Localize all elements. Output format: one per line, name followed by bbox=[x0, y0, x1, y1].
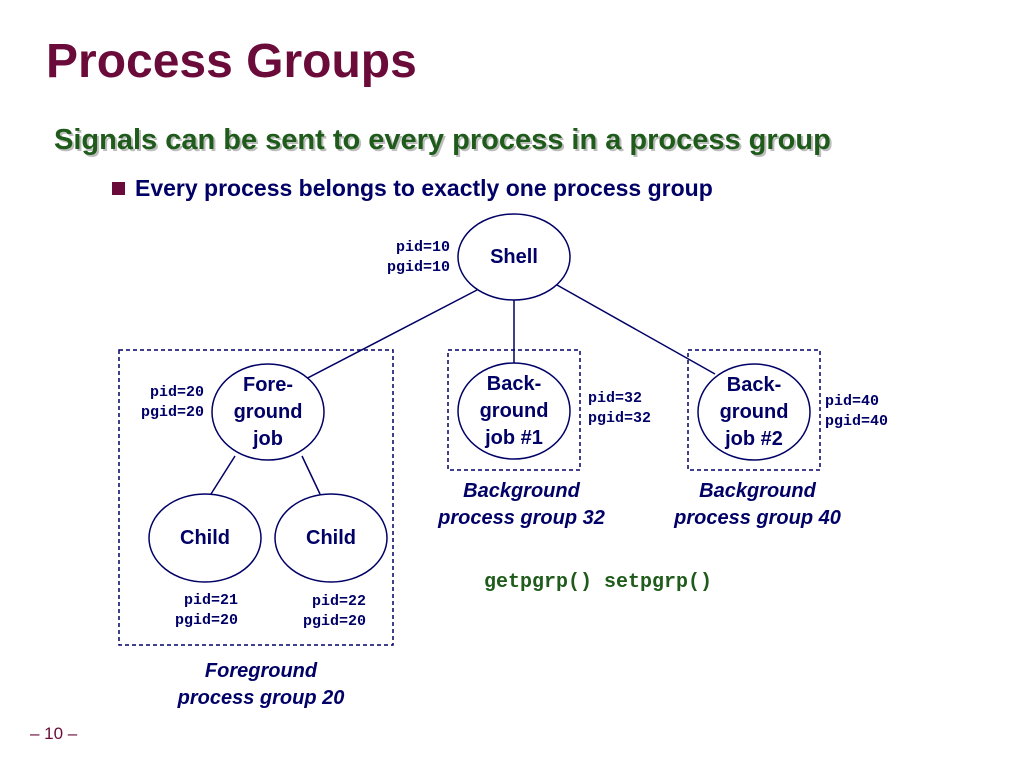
background1-pid-label: pid=32 pgid=32 bbox=[588, 390, 652, 427]
edge-foreground-child2 bbox=[301, 455, 321, 495]
shell-label: Shell bbox=[490, 246, 538, 268]
code-snippet: getpgrp() setpgrp() bbox=[484, 571, 713, 594]
foreground-pid-label: pid=20 pgid=20 bbox=[140, 384, 204, 421]
slide-title: Process Groups bbox=[46, 35, 417, 88]
edge-shell-foreground bbox=[297, 289, 478, 384]
background-job1-node bbox=[457, 362, 571, 460]
shell-node bbox=[457, 213, 571, 301]
background40-group-caption: Background process group 40 bbox=[674, 480, 841, 529]
edge-foreground-child1 bbox=[210, 455, 236, 495]
page-number: – 10 – bbox=[30, 724, 78, 743]
background-job1-label: Back- ground job #1 bbox=[479, 373, 549, 449]
edge-shell-background2 bbox=[556, 284, 716, 375]
bullet-text: Every process belongs to exactly one pro… bbox=[135, 175, 713, 201]
foreground-group-caption: Foreground process group 20 bbox=[177, 660, 345, 709]
foreground-job-label: Fore- ground job bbox=[233, 374, 303, 450]
background-job2-label: Back- ground job #2 bbox=[719, 374, 789, 450]
shell-pid-label: pid=10 pgid=10 bbox=[386, 239, 450, 276]
child2-pid-label: pid=22 pgid=20 bbox=[302, 593, 366, 630]
child2-label: Child bbox=[306, 527, 356, 549]
background-job2-node bbox=[697, 363, 811, 461]
background40-group-box bbox=[687, 349, 821, 471]
child1-node bbox=[148, 493, 262, 583]
child1-pid-label: pid=21 pgid=20 bbox=[174, 592, 238, 629]
child2-node bbox=[274, 493, 388, 583]
square-bullet-icon bbox=[112, 182, 125, 195]
bullet-item: Every process belongs to exactly one pro… bbox=[112, 177, 713, 200]
foreground-group-box bbox=[118, 349, 394, 646]
slide-subtitle: Signals can be sent to every process in … bbox=[54, 124, 831, 156]
background2-pid-label: pid=40 pgid=40 bbox=[825, 393, 889, 430]
background32-group-caption: Background process group 32 bbox=[438, 480, 605, 529]
child1-label: Child bbox=[180, 527, 230, 549]
foreground-job-node bbox=[211, 363, 325, 461]
